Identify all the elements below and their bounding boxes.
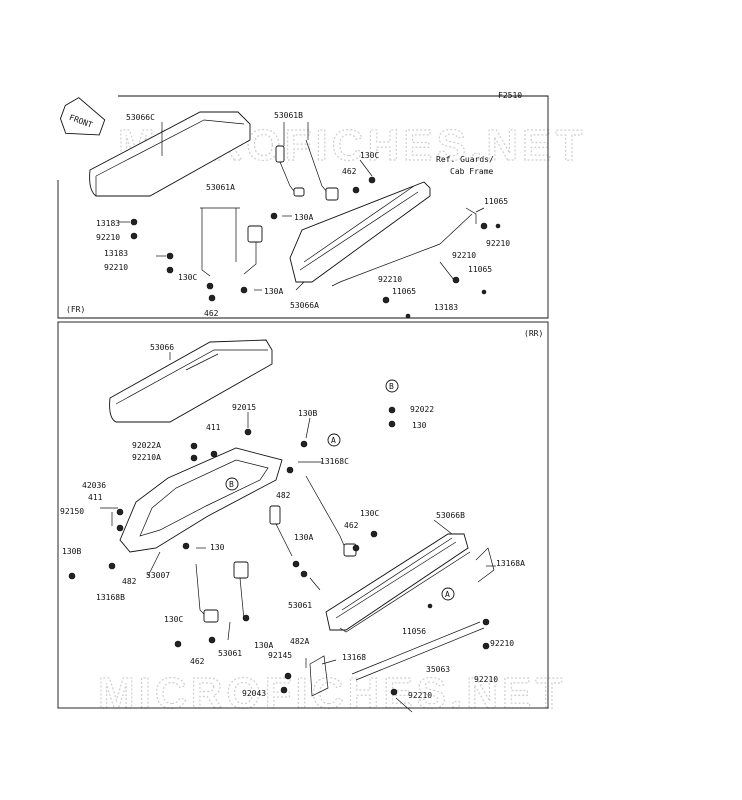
part-label: 13183 bbox=[96, 219, 120, 228]
part-label: 482 bbox=[276, 491, 291, 500]
part-label: 13168 bbox=[342, 653, 366, 662]
part-label: 130 bbox=[412, 421, 427, 430]
part-label: 462 bbox=[190, 657, 205, 666]
part-label: 53061 bbox=[288, 601, 312, 610]
part-label: 130B bbox=[62, 547, 81, 556]
part-label: 92145 bbox=[268, 651, 292, 660]
part-label: 13183 bbox=[434, 303, 458, 312]
part-label: 462 bbox=[342, 167, 357, 176]
rear-section-frame bbox=[57, 321, 549, 709]
callout-a-1: A bbox=[327, 433, 341, 447]
rear-section-label: (RR) bbox=[524, 329, 543, 338]
part-label: 92150 bbox=[60, 507, 84, 516]
part-label: 92022 bbox=[410, 405, 434, 414]
part-label: 53066 bbox=[150, 343, 174, 352]
watermark-bottom: MICROFICHES.NET bbox=[98, 669, 566, 718]
svg-text:A: A bbox=[331, 436, 336, 445]
part-label: 130C bbox=[360, 151, 379, 160]
part-label: 11065 bbox=[484, 197, 508, 206]
part-label: 53066C bbox=[126, 113, 155, 122]
part-label: 92210 bbox=[486, 239, 510, 248]
part-label: 11065 bbox=[392, 287, 416, 296]
leader-lines bbox=[100, 122, 496, 713]
part-label: 53066A bbox=[290, 301, 319, 310]
seat-belts-rear bbox=[195, 475, 357, 623]
seat-belt-53061a bbox=[200, 207, 263, 277]
part-label: 130A bbox=[294, 213, 313, 222]
svg-text:A: A bbox=[445, 590, 450, 599]
part-label: 13183 bbox=[104, 249, 128, 258]
part-label: 92210 bbox=[378, 275, 402, 284]
seat-belt-53061b bbox=[275, 139, 339, 201]
rear-hardware bbox=[68, 406, 490, 696]
part-label: 130 bbox=[210, 543, 225, 552]
part-label: 92210 bbox=[104, 263, 128, 272]
part-label: 11065 bbox=[468, 265, 492, 274]
figure-code: F2510 bbox=[498, 91, 522, 100]
part-label: 92210 bbox=[408, 691, 432, 700]
part-label: 92210 bbox=[452, 251, 476, 260]
part-label: 130A bbox=[264, 287, 283, 296]
part-label: 462 bbox=[344, 521, 359, 530]
part-label: 462 bbox=[204, 309, 219, 318]
part-label: 130C bbox=[164, 615, 183, 624]
svg-text:B: B bbox=[229, 480, 234, 489]
front-section-frame bbox=[57, 95, 549, 319]
part-label: 53007 bbox=[146, 571, 170, 580]
part-label: 11056 bbox=[402, 627, 426, 636]
callout-b-2: B bbox=[385, 379, 399, 393]
part-label: 13168C bbox=[320, 457, 349, 466]
part-label: 53061B bbox=[274, 111, 303, 120]
part-label: 13168B bbox=[96, 593, 125, 602]
seat-support-bar-35063 bbox=[309, 621, 485, 697]
part-label: 92210 bbox=[474, 675, 498, 684]
part-label: 130B bbox=[298, 409, 317, 418]
part-label: 130C bbox=[178, 273, 197, 282]
callout-a-2: A bbox=[441, 587, 455, 601]
seat-frame-53007 bbox=[111, 447, 283, 553]
part-label: 92210 bbox=[490, 639, 514, 648]
part-label: 53061A bbox=[206, 183, 235, 192]
part-label: 35063 bbox=[426, 665, 450, 674]
part-label: 92043 bbox=[242, 689, 266, 698]
part-label: 92015 bbox=[232, 403, 256, 412]
seat-cushion-rear bbox=[109, 339, 273, 423]
part-label: 482A bbox=[290, 637, 309, 646]
svg-text:B: B bbox=[389, 382, 394, 391]
part-label: 130A bbox=[294, 533, 313, 542]
reference-note-line-1: Ref. Guards/ bbox=[436, 155, 494, 164]
part-label: 411 bbox=[88, 493, 103, 502]
part-label: 42036 bbox=[82, 481, 106, 490]
part-label: 13168A bbox=[496, 559, 525, 568]
seatback-rear-53066b bbox=[325, 533, 495, 633]
part-label: 53061 bbox=[218, 649, 242, 658]
part-label: 53066B bbox=[436, 511, 465, 520]
seat-cushion-front bbox=[89, 111, 251, 197]
part-label: 92210A bbox=[132, 453, 161, 462]
part-label: 130A bbox=[254, 641, 273, 650]
front-hardware bbox=[130, 176, 501, 319]
part-label: 92210 bbox=[96, 233, 120, 242]
reference-note-line-2: Cab Frame bbox=[450, 167, 494, 176]
part-label: 130C bbox=[360, 509, 379, 518]
part-label: 411 bbox=[206, 423, 221, 432]
part-label: 482 bbox=[122, 577, 137, 586]
callout-b-1: B bbox=[225, 477, 239, 491]
seatback-front-53066a bbox=[289, 181, 477, 287]
front-section-label: (FR) bbox=[66, 305, 85, 314]
part-label: 92022A bbox=[132, 441, 161, 450]
front-arrow-icon: FRONT bbox=[59, 97, 106, 136]
